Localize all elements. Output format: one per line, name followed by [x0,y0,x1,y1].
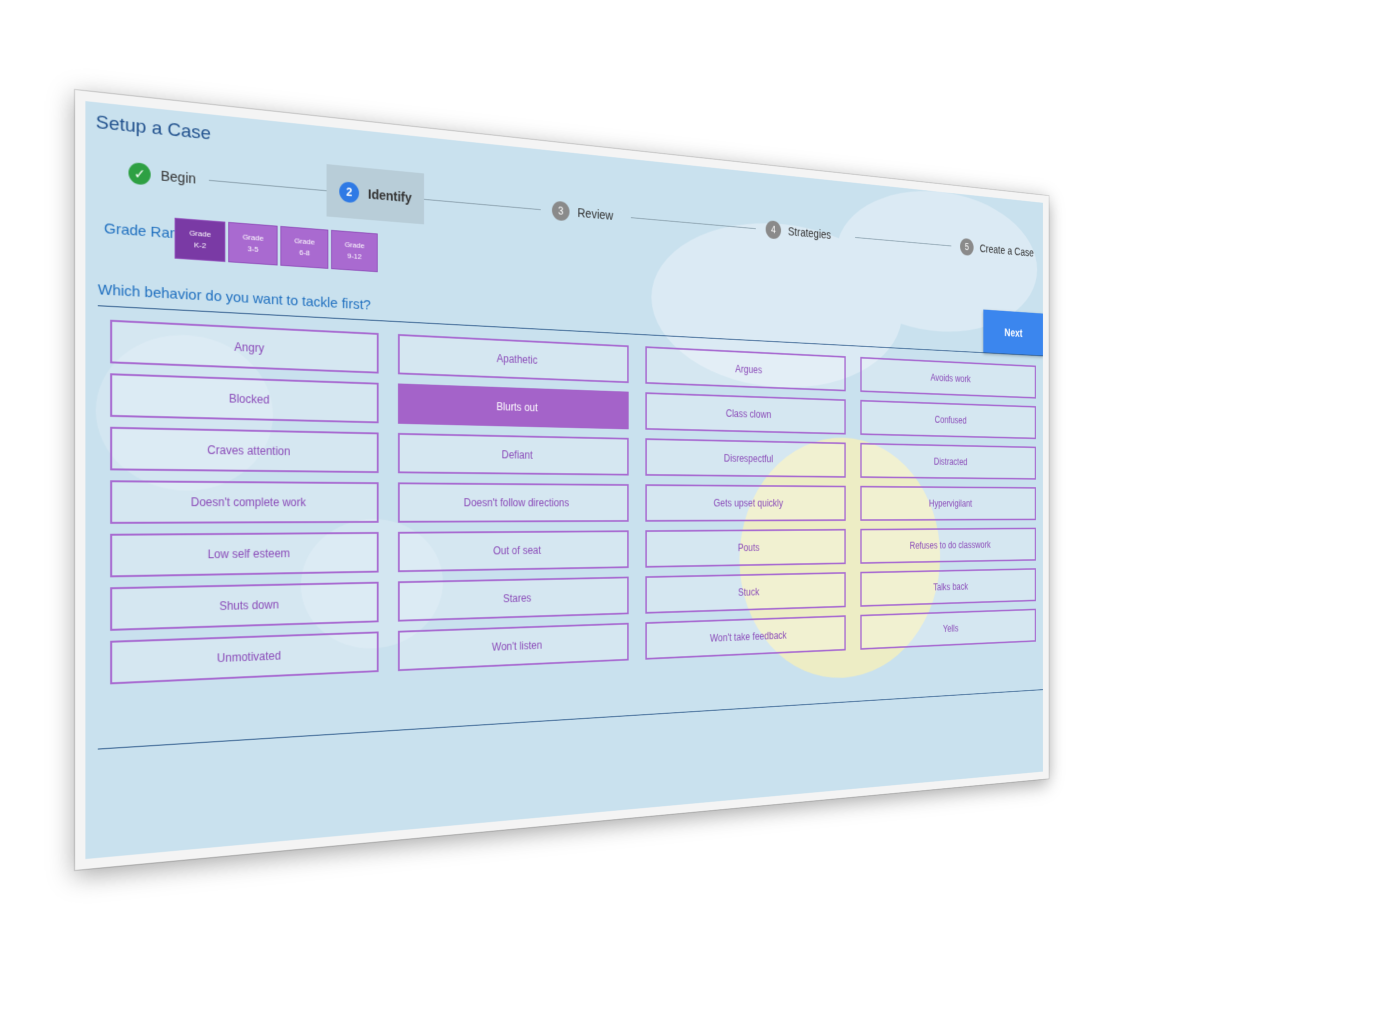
step-number: 3 [551,200,570,222]
next-button[interactable]: Next [983,309,1043,356]
behavior-option[interactable]: Yells [860,608,1036,650]
behavior-option[interactable]: Blurts out [397,383,629,430]
page-title: Setup a Case [95,112,211,145]
behavior-option[interactable]: Refuses to do classwork [860,527,1036,564]
step-label: Begin [160,167,197,187]
behavior-option[interactable]: Confused [860,399,1036,440]
behavior-column: Angry Blocked Craves attention Doesn't c… [110,319,379,685]
behavior-option[interactable]: Craves attention [110,426,379,474]
stepper-connector [208,179,327,192]
step-review[interactable]: 3 Review [541,185,624,241]
behavior-option[interactable]: Low self esteem [110,531,379,578]
behavior-column: Apathetic Blurts out Defiant Doesn't fol… [397,333,629,672]
behavior-column: Avoids work Confused Distracted Hypervig… [860,356,1036,650]
grade-line2: 6-8 [299,248,310,258]
step-number: 2 [339,181,360,204]
stepper-connector [855,237,952,247]
step-number: 4 [765,220,782,240]
behavior-option[interactable]: Blocked [110,373,379,424]
divider [97,689,1043,750]
behavior-option[interactable]: Shuts down [110,581,379,631]
step-label: Review [577,205,614,223]
grade-line2: 3-5 [247,244,259,254]
behavior-question: Which behavior do you want to tackle fir… [97,281,371,314]
behavior-option[interactable]: Won't listen [397,622,629,672]
step-number: 5 [960,237,974,256]
behavior-option[interactable]: Angry [110,319,379,374]
check-icon: ✓ [128,161,151,186]
behavior-option[interactable]: Doesn't complete work [110,480,379,524]
grade-line2: K-2 [194,240,207,251]
stepper-connector [630,217,756,230]
behavior-option[interactable]: Apathetic [397,333,629,384]
behavior-option[interactable]: Doesn't follow directions [397,482,629,523]
step-create-a-case[interactable]: 5 Create a Case [951,224,1042,275]
step-identify[interactable]: 2 Identify [326,164,424,225]
behavior-option[interactable]: Hypervigilant [860,485,1036,521]
behavior-option[interactable]: Stuck [645,572,846,614]
step-begin[interactable]: ✓ Begin [114,144,209,207]
grade-k-2-button[interactable]: Grade K-2 [174,217,226,263]
step-label: Create a Case [979,241,1034,259]
behavior-option[interactable]: Talks back [860,568,1036,607]
grade-line2: 9-12 [347,251,362,261]
behavior-column: Argues Class clown Disrespectful Gets up… [645,346,846,660]
window-frame: Setup a Case ✓ Begin 2 Identify 3 Review [75,90,1049,870]
step-label: Strategies [787,224,832,242]
behavior-option[interactable]: Defiant [397,432,629,476]
behavior-option[interactable]: Unmotivated [110,631,379,685]
behavior-option[interactable]: Distracted [860,442,1036,480]
behavior-grid: Angry Blocked Craves attention Doesn't c… [110,319,1036,685]
grade-3-5-button[interactable]: Grade 3-5 [228,221,278,266]
behavior-option[interactable]: Out of seat [397,530,629,573]
step-strategies[interactable]: 4 Strategies [756,205,841,258]
behavior-option[interactable]: Pouts [645,528,846,568]
grade-range-selector: Grade K-2 Grade 3-5 Grade 6-8 Grade 9-12 [174,217,378,273]
behavior-option[interactable]: Gets upset quickly [645,484,846,522]
behavior-option[interactable]: Class clown [645,392,846,435]
grade-6-8-button[interactable]: Grade 6-8 [280,225,329,269]
stepper-connector [424,198,541,211]
app-canvas: Setup a Case ✓ Begin 2 Identify 3 Review [85,101,1043,860]
grade-9-12-button[interactable]: Grade 9-12 [331,229,378,273]
step-label: Identify [367,186,412,206]
behavior-option[interactable]: Stares [397,576,629,622]
behavior-option[interactable]: Disrespectful [645,438,846,478]
behavior-option[interactable]: Avoids work [860,356,1036,399]
